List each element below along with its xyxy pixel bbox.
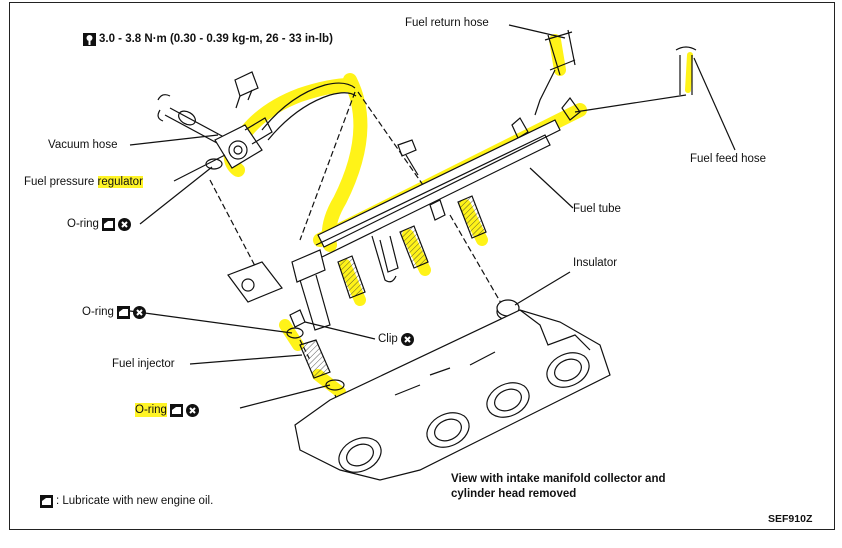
label-insulator: Insulator <box>573 257 618 269</box>
label-fuel-return-hose: Fuel return hose <box>405 17 489 29</box>
oil-can-icon <box>40 494 53 508</box>
oil-can-icon <box>169 403 183 417</box>
linework <box>129 24 736 481</box>
oil-can-icon <box>101 217 115 231</box>
clip-text: Clip <box>378 333 398 345</box>
torque-spec: 3.0 - 3.8 N·m (0.30 - 0.39 kg-m, 26 - 33… <box>83 32 333 50</box>
label-vacuum-hose: Vacuum hose <box>48 139 118 151</box>
figure-frame <box>9 2 835 530</box>
o-ring-2-text: O-ring <box>82 306 114 318</box>
torque-spec-text: 3.0 - 3.8 N·m (0.30 - 0.39 kg-m, 26 - 33… <box>99 33 333 45</box>
replace-x-icon <box>117 217 131 231</box>
o-ring-1-text: O-ring <box>67 218 99 230</box>
label-fuel-tube: Fuel tube <box>573 203 621 215</box>
o-ring-3-text: O-ring <box>135 403 167 417</box>
label-fuel-feed-hose: Fuel feed hose <box>690 153 767 165</box>
label-clip: Clip <box>378 332 414 346</box>
replace-x-icon <box>132 305 146 319</box>
label-o-ring-2: O-ring <box>82 305 146 319</box>
label-fuel-injector: Fuel injector <box>112 358 175 370</box>
legend-text: : Lubricate with new engine oil. <box>56 495 214 507</box>
note-view-line2: cylinder head removed <box>451 488 577 500</box>
figure-code: SEF910Z <box>768 513 813 525</box>
replace-x-icon <box>185 403 199 417</box>
label-o-ring-1: O-ring <box>67 217 131 231</box>
legend: : Lubricate with new engine oil. <box>40 494 213 512</box>
label-o-ring-3: O-ring <box>135 403 199 417</box>
oil-can-icon <box>116 305 130 319</box>
note-view-line1: View with intake manifold collector and <box>451 473 666 485</box>
label-fuel-pressure-regulator: Fuel pressure regulator <box>24 175 143 189</box>
label-fuel-pressure-regulator-part1: Fuel pressure <box>24 176 98 188</box>
replace-x-icon <box>400 332 414 346</box>
label-fuel-pressure-regulator-part2: regulator <box>97 176 143 188</box>
torque-wrench-icon <box>83 32 96 46</box>
